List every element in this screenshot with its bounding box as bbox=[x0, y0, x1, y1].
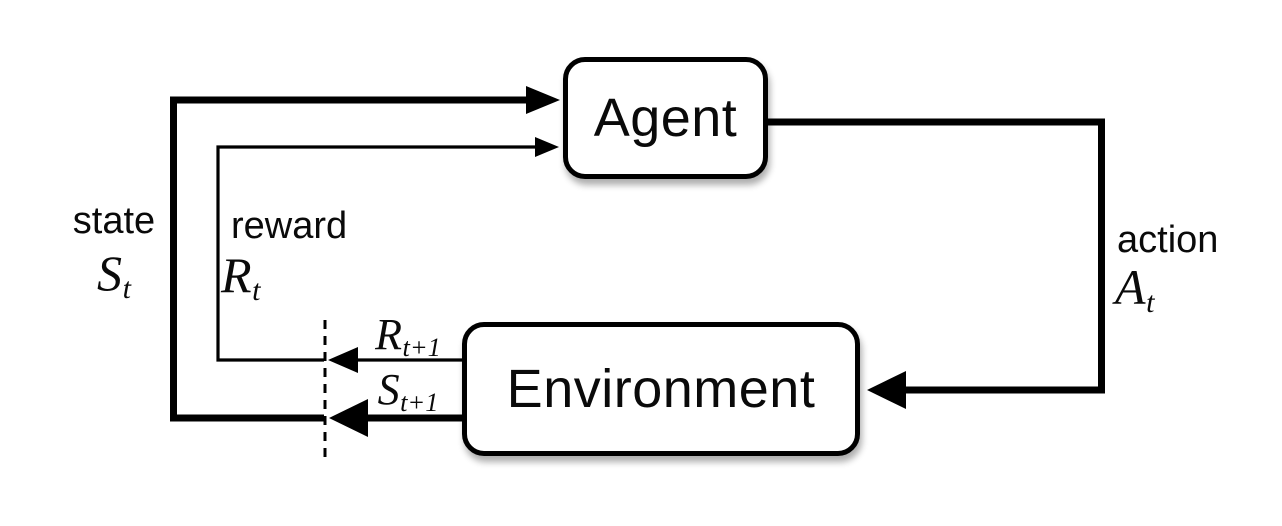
next-reward-symbol-label: Rt+1 bbox=[350, 310, 466, 361]
agent-node: Agent bbox=[563, 57, 768, 179]
next-state-symbol: S bbox=[377, 365, 400, 414]
action-symbol: A bbox=[1115, 259, 1146, 315]
action-word-label: action bbox=[1117, 219, 1219, 261]
next-reward-subscript: t+1 bbox=[402, 332, 441, 363]
reward-symbol: R bbox=[221, 247, 252, 303]
next-reward-arrowhead-icon bbox=[328, 347, 358, 373]
next-reward-symbol: R bbox=[375, 310, 403, 359]
action-arrow-line bbox=[768, 118, 1105, 394]
action-symbol-label: At bbox=[1115, 259, 1154, 318]
reward-arrow-line bbox=[216, 145, 536, 362]
environment-node: Environment bbox=[462, 322, 860, 456]
state-symbol-label: St bbox=[55, 245, 173, 304]
environment-node-label: Environment bbox=[506, 359, 816, 419]
state-arrow-line bbox=[170, 96, 527, 422]
reward-arrowhead-icon bbox=[535, 137, 559, 157]
reward-subscript: t bbox=[252, 274, 261, 308]
state-symbol: S bbox=[97, 245, 123, 301]
agent-node-label: Agent bbox=[593, 88, 738, 148]
reward-symbol-label: Rt bbox=[221, 247, 260, 306]
next-state-symbol-label: St+1 bbox=[350, 365, 466, 416]
reward-word-label: reward bbox=[231, 205, 348, 247]
state-word-label: state bbox=[72, 200, 156, 242]
state-arrowhead-icon bbox=[526, 86, 560, 114]
state-subscript: t bbox=[122, 272, 131, 306]
next-state-subscript: t+1 bbox=[400, 387, 439, 418]
action-arrowhead-icon bbox=[867, 371, 906, 409]
action-subscript: t bbox=[1146, 286, 1155, 320]
next-state-arrowhead-icon bbox=[329, 399, 368, 437]
